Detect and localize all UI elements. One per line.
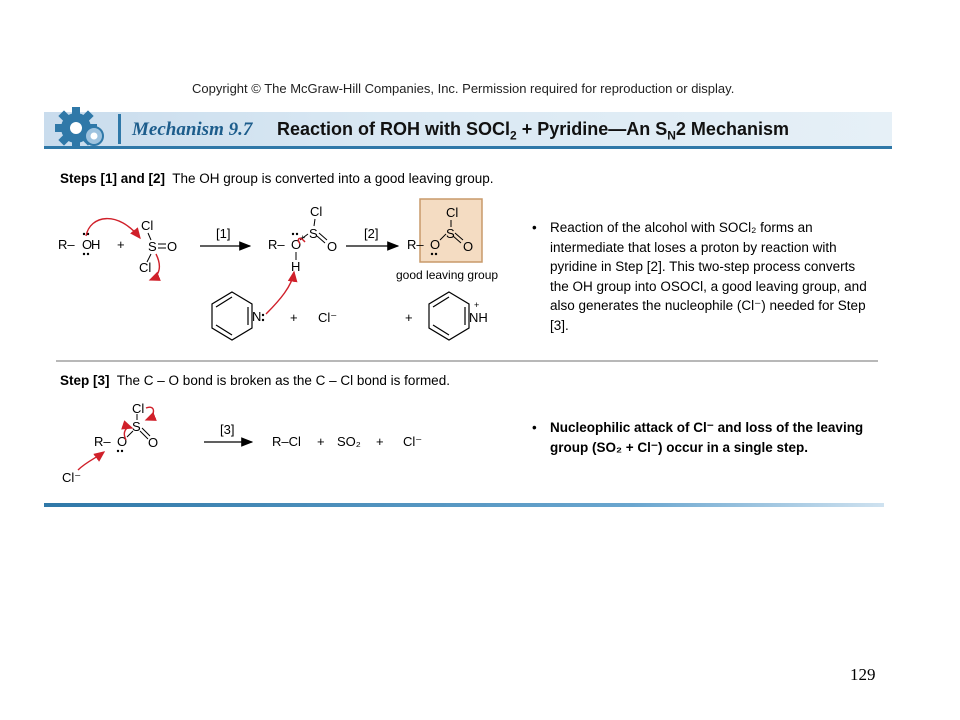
svg-text:O: O [327, 239, 337, 254]
page-number: 129 [850, 665, 876, 684]
svg-text:H: H [91, 237, 100, 252]
alkyl-chloride-product: R–Cl [272, 434, 301, 449]
svg-text:Cl: Cl [310, 204, 322, 219]
mechanism-header-band [44, 112, 892, 149]
svg-text:O: O [430, 237, 440, 252]
svg-text:S: S [309, 226, 318, 241]
step-1-label: [1] [216, 226, 230, 241]
sulfur-dioxide-product: SO₂ [337, 434, 361, 449]
leaving-group-box [419, 198, 483, 263]
svg-text:R–: R– [268, 237, 285, 252]
bullet-dot: • [532, 220, 537, 235]
pyridine [211, 291, 253, 341]
svg-text:NH: NH [469, 310, 488, 325]
step-2-label: [2] [364, 226, 378, 241]
chloride-ion: Cl⁻ [318, 310, 337, 325]
plus-sign: + [290, 310, 298, 325]
curved-arrow [265, 270, 298, 315]
copyright-notice: Copyright © The McGraw-Hill Companies, I… [192, 81, 735, 96]
curved-arrow [77, 451, 106, 471]
curved-arrow [85, 217, 141, 240]
svg-text:O: O [463, 239, 473, 254]
svg-text:+: + [474, 300, 479, 310]
curved-arrow [144, 406, 157, 421]
svg-text:H: H [291, 259, 300, 274]
curved-arrow [297, 237, 306, 245]
plus-sign: + [405, 310, 413, 325]
steps-1-2-bullet-text: Reaction of the alcohol with SOCl₂ forms… [550, 220, 867, 333]
curved-arrow [148, 253, 161, 281]
svg-text:R–: R– [58, 237, 75, 252]
step3-reactant: R– O S O Cl Cl⁻ [62, 401, 158, 485]
good-leaving-group-caption: good leaving group [396, 268, 498, 282]
svg-text:R–: R– [94, 434, 111, 449]
alcohol-reactant: R– OH [58, 232, 100, 256]
plus-sign: + [117, 237, 125, 252]
gear-icon [55, 107, 104, 149]
chlorosulfite-ester: Cl S O R– O [407, 205, 473, 256]
chlorosulfite-intermediate: Cl S O R– O + H [268, 204, 337, 274]
svg-text:S: S [446, 226, 455, 241]
bottom-rule [44, 503, 884, 507]
chloride-product: Cl⁻ [403, 434, 422, 449]
thionyl-chloride: Cl S O Cl [139, 218, 177, 275]
pyridinium [428, 291, 470, 341]
steps-1-2-heading: Steps [1] and [2] The OH group is conver… [60, 171, 494, 186]
mechanism-title: Reaction of ROH with SOCl2 + Pyridine—An… [277, 119, 789, 143]
svg-text:Cl: Cl [132, 401, 144, 416]
svg-text:O: O [117, 434, 127, 449]
svg-text:R–: R– [407, 237, 424, 252]
svg-text:N: N [252, 309, 261, 324]
svg-text:O: O [291, 237, 301, 252]
svg-text:O: O [82, 237, 92, 252]
plus-sign: + [317, 434, 325, 449]
header-divider [118, 114, 121, 144]
section-divider [56, 360, 878, 362]
svg-text:S: S [148, 239, 157, 254]
svg-text:O: O [148, 435, 158, 450]
svg-text:S: S [132, 419, 141, 434]
svg-text:Cl: Cl [139, 260, 151, 275]
step-3-bullet-text: Nucleophilic attack of Cl⁻ and loss of t… [550, 420, 864, 455]
mechanism-number: Mechanism 9.7 [132, 119, 253, 140]
svg-text:Cl: Cl [446, 205, 458, 220]
step-3-heading: Step [3] The C – O bond is broken as the… [60, 373, 450, 388]
step-3-label: [3] [220, 422, 234, 437]
plus-sign: + [376, 434, 384, 449]
svg-text:Cl: Cl [141, 218, 153, 233]
bullet-dot: • [532, 420, 537, 435]
chloride-nucleophile: Cl⁻ [62, 470, 81, 485]
svg-text:O: O [167, 239, 177, 254]
curved-arrow [121, 420, 134, 441]
